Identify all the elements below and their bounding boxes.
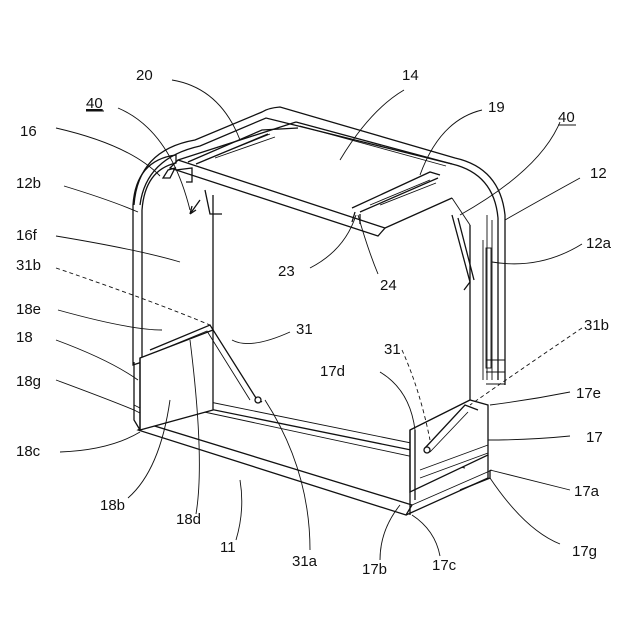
label-40-right: 40 xyxy=(558,109,575,126)
label-17a: 17a xyxy=(574,483,600,500)
right-arm-pivot xyxy=(424,447,430,453)
leader-12b xyxy=(64,186,138,212)
label-16: 16 xyxy=(20,123,37,140)
leader-17c xyxy=(412,515,440,556)
label-18e: 18e xyxy=(16,301,41,318)
leader-18e xyxy=(58,310,162,330)
right-panel-17 xyxy=(410,400,490,515)
label-17b: 17b xyxy=(362,561,387,578)
top-rails xyxy=(176,128,474,290)
leader-31-top xyxy=(232,332,290,344)
leader-20 xyxy=(172,80,240,140)
leader-24 xyxy=(358,215,378,274)
right-rail-ticks xyxy=(486,360,505,384)
floor-section xyxy=(138,424,412,515)
label-17c: 17c xyxy=(432,557,457,574)
leader-17b xyxy=(380,505,400,560)
label-17g: 17g xyxy=(572,543,597,560)
left-wall-section xyxy=(133,155,176,365)
label-12b: 12b xyxy=(16,175,41,192)
leader-17g xyxy=(490,478,560,544)
arrow-40 xyxy=(190,200,200,214)
leader-18c xyxy=(60,432,140,452)
leader-18g xyxy=(56,380,134,410)
label-14: 14 xyxy=(402,67,419,84)
leader-40b xyxy=(460,122,560,215)
leader-17e xyxy=(490,392,570,405)
label-23: 23 xyxy=(278,263,295,280)
leader-31a xyxy=(265,400,310,550)
leader-23 xyxy=(310,215,356,268)
left-hook xyxy=(176,168,222,214)
label-17e: 17e xyxy=(576,385,601,402)
rail-19 xyxy=(352,172,440,212)
label-18b: 18b xyxy=(100,497,125,514)
label-19: 19 xyxy=(488,99,505,116)
leader-17d xyxy=(380,372,415,430)
label-31a: 31a xyxy=(292,553,318,570)
right-panel-face xyxy=(410,400,488,492)
leader-17a xyxy=(490,470,570,490)
label-40-left: 40 xyxy=(86,95,103,112)
label-20: 20 xyxy=(136,67,153,84)
reference-labels: 20 14 40 19 40 16 12 12b 16f 12a 31b 23 … xyxy=(16,67,612,578)
label-17d: 17d xyxy=(320,363,345,380)
label-24: 24 xyxy=(380,277,397,294)
left-panel-face xyxy=(140,330,213,430)
left-arm-pivot xyxy=(255,397,261,403)
label-31b-left: 31b xyxy=(16,257,41,274)
label-11: 11 xyxy=(220,539,236,556)
leader-16f xyxy=(56,236,180,262)
leader-12 xyxy=(505,178,580,220)
rail-20-detail xyxy=(205,134,275,160)
inner-top-right xyxy=(452,198,470,225)
label-18d: 18d xyxy=(176,511,201,528)
rail-20 xyxy=(188,128,298,164)
leader-16 xyxy=(56,128,160,176)
leader-18 xyxy=(56,340,138,380)
label-18: 18 xyxy=(16,329,33,346)
leader-17 xyxy=(488,436,570,440)
leader-19 xyxy=(420,110,482,175)
right-hook xyxy=(452,215,474,290)
leader-11 xyxy=(236,480,242,540)
label-31b-right: 31b xyxy=(584,317,609,334)
label-18g: 18g xyxy=(16,373,41,390)
label-12a: 12a xyxy=(586,235,612,252)
label-31-right: 31 xyxy=(384,341,401,358)
label-31-top: 31 xyxy=(296,321,313,338)
left-panel-flange xyxy=(134,405,140,413)
left-panel-edge xyxy=(134,358,140,430)
top-surface-line xyxy=(300,126,446,166)
label-18c: 18c xyxy=(16,443,41,460)
label-12: 12 xyxy=(590,165,607,182)
left-panel-18 xyxy=(134,325,262,430)
label-16f: 16f xyxy=(16,227,38,244)
label-17: 17 xyxy=(586,429,603,446)
